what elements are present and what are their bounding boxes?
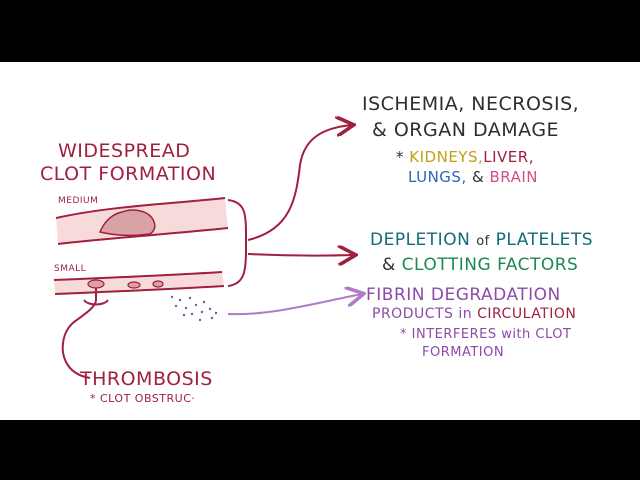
ischemia-line1: ISCHEMIA, NECROSIS, (362, 93, 580, 115)
thrombosis-title: THROMBOSIS (80, 368, 213, 390)
letterbox-top (0, 0, 640, 62)
vessels-bracket (227, 199, 247, 287)
organ-and: & (472, 168, 485, 186)
letterbox-bottom (0, 420, 640, 480)
whiteboard-canvas (0, 62, 640, 420)
depletion-platelets: PLATELETS (495, 230, 594, 250)
vessel-small-label: SMALL (54, 264, 87, 274)
depletion-word: DEPLETION (370, 230, 471, 250)
medium-vessel (55, 197, 229, 245)
clot-title-line1: WIDESPREAD (58, 140, 191, 162)
organ-list-line1: * KIDNEYS,LIVER, (396, 148, 534, 166)
vessel-medium-label: MEDIUM (58, 196, 99, 206)
fibrin-note-line1: * INTERFERES with CLOT (400, 327, 572, 342)
depletion-line1: DEPLETION of PLATELETS (370, 230, 593, 250)
arrow-to-fibrin (227, 294, 362, 316)
clot-title-line2: CLOT FORMATION (40, 163, 217, 185)
fibrin-note-line2: FORMATION (422, 345, 505, 360)
arrow-to-depletion (247, 254, 354, 256)
organ-lungs: LUNGS, (408, 168, 467, 186)
fibrin-circulation: CIRCULATION (477, 306, 577, 322)
depletion-of: of (476, 234, 490, 249)
thrombosis-connector (61, 288, 97, 379)
organ-bullet: * (396, 148, 404, 166)
organ-kidneys: KIDNEYS, (409, 148, 484, 166)
organ-liver: LIVER, (483, 148, 534, 166)
medium-vessel-clot (98, 209, 156, 237)
arrow-to-ischemia (247, 125, 352, 241)
depletion-line2: & CLOTTING FACTORS (382, 255, 578, 275)
fibrin-dots (170, 295, 218, 322)
organ-brain: BRAIN (489, 168, 539, 186)
small-vessel (53, 271, 225, 295)
organ-list-line2: LUNGS, & BRAIN (408, 168, 538, 186)
depletion-and: & (382, 255, 396, 275)
fibrin-products-in: PRODUCTS in (372, 306, 473, 322)
small-vessel-clot-3 (152, 280, 164, 288)
small-vessel-clot-2 (127, 281, 141, 289)
fibrin-line1: FIBRIN DEGRADATION (366, 285, 561, 305)
fibrin-line2: PRODUCTS in CIRCULATION (372, 306, 576, 322)
ischemia-line2: & ORGAN DAMAGE (372, 119, 560, 141)
depletion-clotting-factors: CLOTTING FACTORS (401, 255, 579, 275)
thrombosis-bracket (83, 299, 109, 306)
thrombosis-note: * CLOT OBSTRUC· (90, 392, 196, 405)
small-vessel-clot-1 (87, 279, 105, 289)
